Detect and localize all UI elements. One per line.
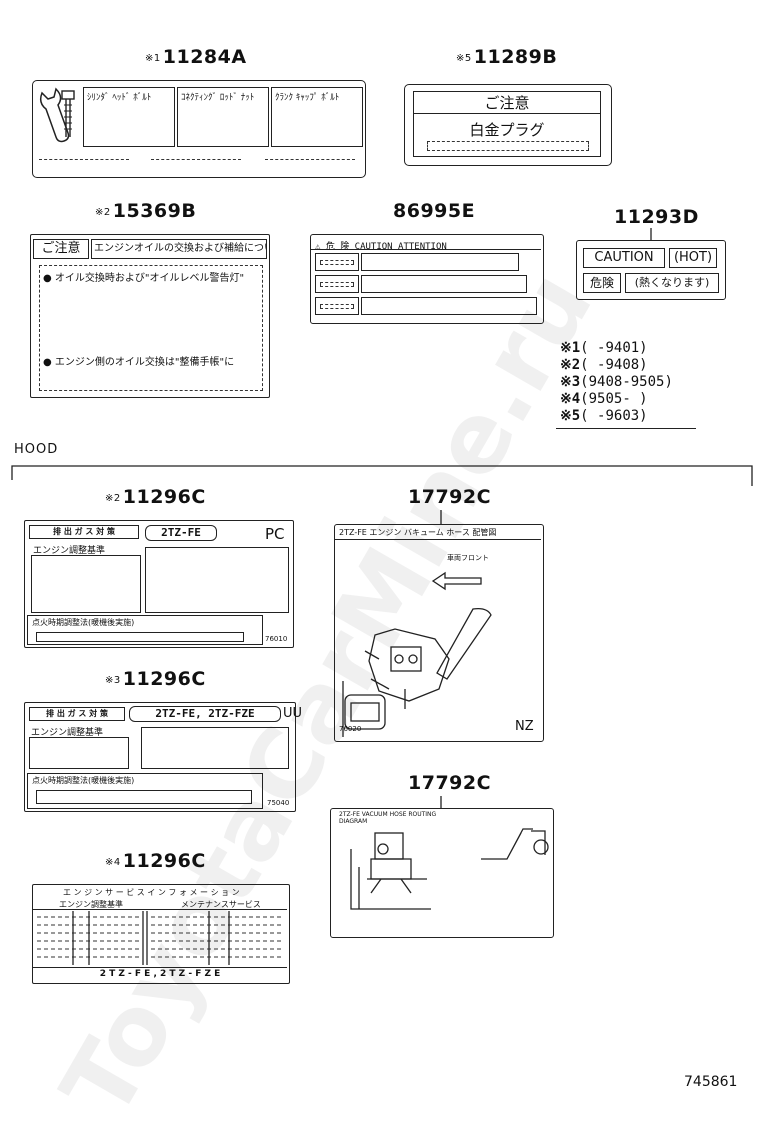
label-11296C-4: エ ン ジ ン サ ー ビ ス イ ン フ ォ メ ー シ ョ ン エンジン調整… [32,884,290,984]
sub-title-1: エンジン調整基準 [33,546,106,556]
label-11293D-hotjp-box: (熱くなります) [625,273,719,293]
arrow-label: 車両フロント [447,554,489,562]
legend-row-5: ※5( -9603) [560,408,648,424]
section-label-hood: HOOD [14,442,59,457]
info-header: エ ン ジ ン サ ー ビ ス イ ン フ ォ メ ー シ ョ ン [63,888,240,897]
divider [311,249,541,250]
label-11284A: ｼﾘﾝﾀﾞ ﾍｯﾄﾞ ﾎﾞﾙﾄ ｺﾈｸﾃｨﾝｸﾞ ﾛｯﾄﾞ ﾅｯﾄ ｸﾗﾝｸ ｷ… [32,80,366,178]
label-15369B: ご注意 エンジンオイルの交換および補給について ● オイル交換時および"オイルレ… [30,234,270,398]
label-17792C-b: 2TZ-FE VACUUM HOSE ROUTING DIAGRAM [330,808,554,938]
code-number: 75040 [267,799,290,807]
region-code: UU [283,706,303,721]
right-panel [141,727,289,769]
label-15369B-body [39,265,263,391]
label-11296C-3: 排 出 ガ ス 対 策 2TZ-FE, 2TZ-FZE UU エンジン調整基準 … [24,702,302,812]
info-footer: 2 T Z - F E , 2 T Z - F Z E [99,969,221,979]
info-table-grid [37,911,283,965]
row-box [315,253,359,271]
label-11293D-hot-box: (HOT) [669,248,717,268]
row-box [315,297,359,315]
label-11293D: CAUTION (HOT) 危険 (熱くなります) [576,240,726,300]
label-11296C-2: 排 出 ガ ス 対 策 2TZ-FE PC エンジン調整基準 点火時期調整法(暖… [24,520,294,648]
diagram-header: 2TZ-FE VACUUM HOSE ROUTING DIAGRAM [339,811,437,825]
label-11293D-danger-box: 危険 [583,273,621,293]
leader-line [440,796,442,808]
code-number: 76010 [265,635,288,643]
legend-underline [556,428,696,429]
row-box [315,275,359,293]
left-panel [31,555,141,613]
label-15369B-title-right-box: エンジンオイルの交換および補給について [91,239,267,259]
divider [335,539,541,540]
label-15369B-title-left-box: ご注意 [33,239,89,259]
divider [33,967,287,968]
left-panel [29,737,129,769]
label-11289B-frame [413,91,601,157]
label-11284A-col3: ｸﾗﾝｸ ｷｬｯﾌﾟ ﾎﾞﾙﾄ [271,87,363,147]
tag-box: 排 出 ガ ス 対 策 [29,525,139,539]
dash-box [427,141,589,151]
section-bracket [11,465,753,486]
label-15369B-bullet1: ● オイル交換時および"オイルレベル警告灯" [43,273,245,284]
engine-box: 2TZ-FE, 2TZ-FZE [129,706,281,722]
row-box [361,275,527,293]
part-number-11293D: 11293D [614,206,699,228]
engine-box: 2TZ-FE [145,525,217,541]
label-11284A-col1: ｼﾘﾝﾀﾞ ﾍｯﾄﾞ ﾎﾞﾙﾄ [83,87,175,147]
part-number-17792C-a: 17792C [408,486,492,508]
legend-row-1: ※1( -9401) [560,340,648,356]
label-17792C-a: 2TZ-FE エンジン バキューム ホース 配管図 車両フロント 76020 N… [334,524,544,742]
label-86995E-header: ⚠ 危 険 CAUTION ATTENTION [315,242,447,252]
bottom-panel: 点火時期調整法(暖機後実施) [27,773,263,809]
label-11293D-caution-box: CAUTION [583,248,665,268]
label-11289B-line2: 白金プラグ [469,121,545,139]
info-col1-title: エンジン調整基準 [59,900,123,909]
dash-line [39,159,129,160]
label-86995E: ⚠ 危 険 CAUTION ATTENTION [310,234,544,324]
right-panel [145,547,289,613]
region-code: PC [265,525,285,543]
code-number: 76020 [339,725,362,733]
label-15369B-bullet2: ● エンジン側のオイル交換は"整備手帳"に [43,357,235,368]
divider [413,113,601,114]
legend-row-4: ※4(9505- ) [560,391,648,407]
leader-line [440,510,442,524]
sub-title-1: エンジン調整基準 [31,728,104,738]
part-number-86995E: 86995E [393,200,476,222]
dash-line [265,159,355,160]
wrench-bolt-icon [39,87,75,143]
vacuum-hose-diagram [342,571,492,737]
label-11289B-line1: ご注意 [484,94,530,112]
part-number-17792C-b: 17792C [408,772,492,794]
diagram-header: 2TZ-FE エンジン バキューム ホース 配管図 [339,528,497,537]
dash-line [151,159,241,160]
leader-line [650,228,652,240]
vacuum-hose-routing-diagram [350,828,549,910]
region-code: NZ [515,719,534,734]
tag-box: 排 出 ガ ス 対 策 [29,707,125,721]
row-box [361,297,537,315]
row-box [361,253,519,271]
bottom-panel: 点火時期調整法(暖機後実施) [27,615,263,645]
divider [33,909,287,910]
legend-row-3: ※3(9408-9505) [560,374,673,390]
label-11289B: ご注意 白金プラグ [404,84,612,166]
date-legend: ※1( -9401) ※2( -9408) ※3(9408-9505) ※4(9… [560,340,700,425]
figure-id: 745861 [684,1074,738,1090]
info-col2-title: メンテナンスサービス [181,900,261,909]
label-11284A-col2: ｺﾈｸﾃｨﾝｸﾞ ﾛｯﾄﾞ ﾅｯﾄ [177,87,269,147]
legend-row-2: ※2( -9408) [560,357,648,373]
front-arrow-icon [431,571,482,591]
